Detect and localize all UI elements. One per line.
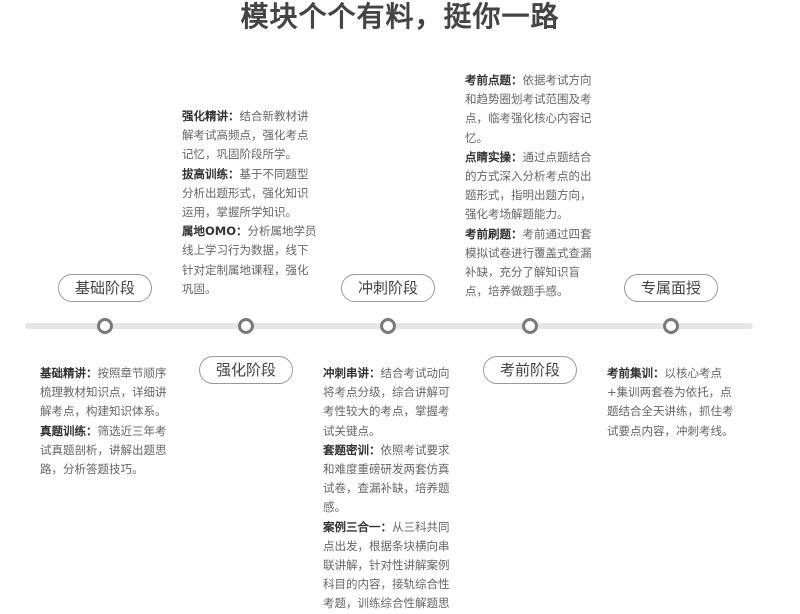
stage-label-sprint: 冲刺阶段 [341, 274, 435, 302]
item-text: 基于不同题型分析出题形式，强化知识运用，掌握所学知识。 [182, 166, 309, 220]
item-heading: 属地OMO： [182, 224, 248, 239]
item-heading: 冲刺串讲： [323, 366, 381, 380]
description-item: 冲刺串讲：结合考试动向将考点分级，综合讲解可考性较大的考点，掌握考试关键点。 [323, 364, 459, 441]
item-heading: 考前点题： [465, 73, 523, 87]
page-title: 模块个个有料，挺你一路 [240, 0, 560, 33]
description-item: 考前刷题：考前通过四套模拟试卷进行覆盖式查漏补缺，充分了解知识盲点，培养做题手感… [465, 225, 601, 302]
item-text: 从三科共同点出发，根据条块横向串联讲解，针对性讲解案例科目的内容，接轨综合性考题… [323, 519, 450, 611]
description-item: 属地OMO：分析属地学员线上学习行为数据，线下针对定制属地课程，强化巩固。 [182, 222, 318, 299]
stage-label-basic: 基础阶段 [58, 274, 152, 302]
item-heading: 真题训练： [40, 423, 98, 438]
description-item: 点睛实操：通过点题结合的方式深入分析考点的出题形式，指明出题方向，强化考场解题能… [465, 148, 601, 225]
item-heading: 强化精讲： [182, 109, 240, 123]
item-text: 分析属地学员线上学习行为数据，线下针对定制属地课程，强化巩固。 [182, 224, 317, 296]
item-heading: 拔高训练： [182, 166, 240, 181]
description-item: 考前集训：以核心考点+集训两套卷为依托，点题结合全天讲练，抓住考试要点内容，冲刺… [607, 364, 743, 441]
description-item: 考前点题：依据考试方向和趋势圈划考试范围及考点，临考强化核心内容记忆。 [465, 71, 601, 148]
timeline-node-3 [380, 318, 396, 334]
item-heading: 点睛实操： [465, 149, 523, 164]
item-text: 筛选近三年考试真题剖析，讲解出题思路，分析答题技巧。 [40, 423, 167, 477]
timeline-node-2 [238, 318, 254, 334]
description-item: 强化精讲：结合新教材讲解考试高频点，强化考点记忆，巩固阶段所学。 [182, 107, 318, 165]
description-item: 真题训练：筛选近三年考试真题剖析，讲解出题思路，分析答题技巧。 [40, 422, 176, 480]
timeline-node-5 [663, 318, 679, 334]
timeline-node-4 [522, 318, 538, 334]
item-text: 按照章节顺序梳理教材知识点，详细讲解考点，构建知识体系。 [40, 366, 167, 419]
description-item: 案例三合一：从三科共同点出发，根据条块横向串联讲解，针对性讲解案例科目的内容，接… [323, 518, 459, 614]
stage-description-preexam: 考前点题：依据考试方向和趋势圈划考试范围及考点，临考强化核心内容记忆。 点睛实操… [465, 71, 601, 301]
stage-label-facetoface: 专属面授 [624, 274, 718, 302]
timeline-node-1 [97, 318, 113, 334]
item-heading: 考前集训： [607, 366, 665, 380]
stage-label-strengthen: 强化阶段 [199, 356, 293, 384]
item-text: 通过点题结合的方式深入分析考点的出题形式，指明出题方向，强化考场解题能力。 [465, 149, 592, 222]
stage-description-strengthen: 强化精讲：结合新教材讲解考试高频点，强化考点记忆，巩固阶段所学。 拔高训练：基于… [182, 107, 318, 299]
item-text: 结合新教材讲解考试高频点，强化考点记忆，巩固阶段所学。 [182, 109, 309, 162]
item-heading: 基础精讲： [40, 366, 98, 380]
stage-description-basic: 基础精讲：按照章节顺序梳理教材知识点，详细讲解考点，构建知识体系。 真题训练：筛… [40, 364, 176, 479]
stage-label-preexam: 考前阶段 [483, 356, 577, 384]
description-item: 套题密训：依照考试要求和难度重磅研发两套仿真试卷，查漏补缺，培养题感。 [323, 441, 459, 518]
description-item: 拔高训练：基于不同题型分析出题形式，强化知识运用，掌握所学知识。 [182, 165, 318, 223]
item-heading: 套题密训： [323, 442, 381, 457]
stage-description-sprint: 冲刺串讲：结合考试动向将考点分级，综合讲解可考性较大的考点，掌握考试关键点。 套… [323, 364, 459, 614]
item-heading: 考前刷题： [465, 226, 523, 241]
description-item: 基础精讲：按照章节顺序梳理教材知识点，详细讲解考点，构建知识体系。 [40, 364, 176, 422]
item-text: 考前通过四套模拟试卷进行覆盖式查漏补缺，充分了解知识盲点，培养做题手感。 [465, 226, 592, 299]
item-text: 依据考试方向和趋势圈划考试范围及考点，临考强化核心内容记忆。 [465, 73, 592, 145]
item-text: 结合考试动向将考点分级，综合讲解可考性较大的考点，掌握考试关键点。 [323, 366, 450, 438]
item-text: 以核心考点+集训两套卷为依托，点题结合全天讲练，抓住考试要点内容，冲刺考线。 [607, 366, 734, 438]
stage-description-facetoface: 考前集训：以核心考点+集训两套卷为依托，点题结合全天讲练，抓住考试要点内容，冲刺… [607, 364, 743, 441]
item-text: 依照考试要求和难度重磅研发两套仿真试卷，查漏补缺，培养题感。 [323, 442, 450, 515]
item-heading: 案例三合一： [323, 519, 392, 534]
